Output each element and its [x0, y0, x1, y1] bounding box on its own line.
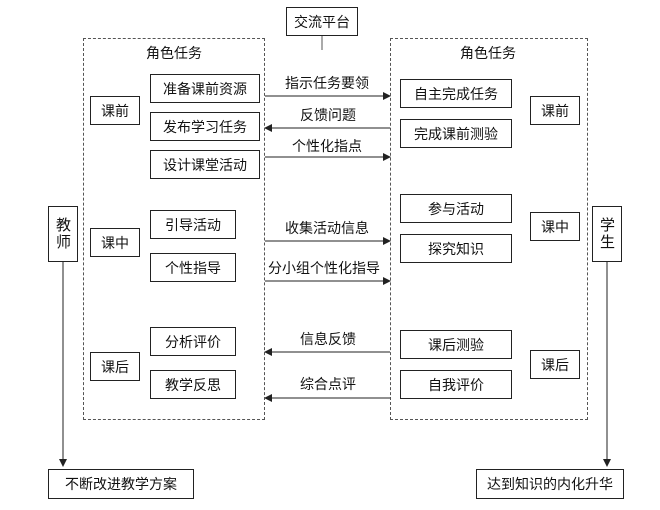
arrow-label-6: 信息反馈	[300, 332, 356, 348]
student-phase-in-label: 课中	[541, 219, 569, 236]
teacher-task: 设计课堂活动	[150, 150, 260, 179]
student-role-heading: 角色任务	[460, 46, 516, 62]
student-phase-pre-label: 课前	[541, 103, 569, 120]
teacher-phase-in: 课中	[90, 228, 140, 257]
teacher-task: 个性指导	[150, 253, 236, 282]
teacher-task-label: 个性指导	[165, 260, 221, 277]
teacher-task-label: 准备课前资源	[163, 81, 247, 98]
teacher-task-label: 设计课堂活动	[163, 157, 247, 174]
teacher-outcome-box: 不断改进教学方案	[48, 469, 194, 499]
student-outcome-box: 达到知识的内化升华	[476, 469, 624, 499]
student-task: 自主完成任务	[400, 79, 512, 108]
teacher-task: 引导活动	[150, 210, 236, 239]
teacher-task: 准备课前资源	[150, 74, 260, 103]
teacher-task: 发布学习任务	[150, 112, 260, 141]
student-phase-pre: 课前	[530, 96, 580, 125]
student-task: 探究知识	[400, 234, 512, 263]
teacher-task-label: 引导活动	[165, 217, 221, 234]
arrow-label-2: 反馈问题	[300, 108, 356, 124]
student-phase-post: 课后	[530, 350, 580, 379]
teacher-phase-post: 课后	[90, 352, 140, 381]
student-task: 自我评价	[400, 370, 512, 399]
teacher-task-label: 分析评价	[165, 334, 221, 351]
student-task-label: 自我评价	[428, 377, 484, 394]
student-phase-post-label: 课后	[541, 357, 569, 374]
teacher-task: 教学反思	[150, 370, 236, 399]
student-side-label: 学生	[592, 206, 622, 262]
arrow-label-3: 个性化指点	[292, 139, 362, 155]
teacher-side-label: 教师	[48, 206, 78, 262]
arrow-label-4: 收集活动信息	[285, 221, 369, 237]
student-task: 参与活动	[400, 194, 512, 223]
teacher-side-label-text: 教师	[54, 217, 72, 251]
student-task-label: 自主完成任务	[414, 86, 498, 103]
teacher-task-label: 发布学习任务	[163, 119, 247, 136]
teacher-role-panel	[83, 38, 265, 420]
arrow-label-7: 综合点评	[300, 377, 356, 393]
platform-title: 交流平台	[294, 14, 350, 31]
arrow-label-5: 分小组个性化指导	[268, 261, 380, 277]
teacher-phase-in-label: 课中	[101, 235, 129, 252]
student-outcome-label: 达到知识的内化升华	[487, 477, 613, 493]
teacher-phase-pre-label: 课前	[101, 103, 129, 120]
student-phase-in: 课中	[530, 212, 580, 241]
teacher-role-heading: 角色任务	[146, 46, 202, 62]
student-task-label: 课后测验	[428, 337, 484, 354]
student-task-label: 探究知识	[428, 241, 484, 258]
teacher-phase-post-label: 课后	[101, 359, 129, 376]
arrow-label-1: 指示任务要领	[285, 76, 369, 92]
teacher-task: 分析评价	[150, 327, 236, 356]
teacher-phase-pre: 课前	[90, 96, 140, 125]
student-side-label-text: 学生	[598, 217, 616, 251]
student-task: 课后测验	[400, 330, 512, 359]
teacher-outcome-label: 不断改进教学方案	[65, 477, 177, 493]
student-task-label: 参与活动	[428, 201, 484, 218]
student-task-label: 完成课前测验	[414, 126, 498, 143]
student-task: 完成课前测验	[400, 119, 512, 148]
teacher-task-label: 教学反思	[165, 377, 221, 394]
student-role-panel	[390, 38, 588, 420]
platform-box: 交流平台	[286, 7, 358, 36]
